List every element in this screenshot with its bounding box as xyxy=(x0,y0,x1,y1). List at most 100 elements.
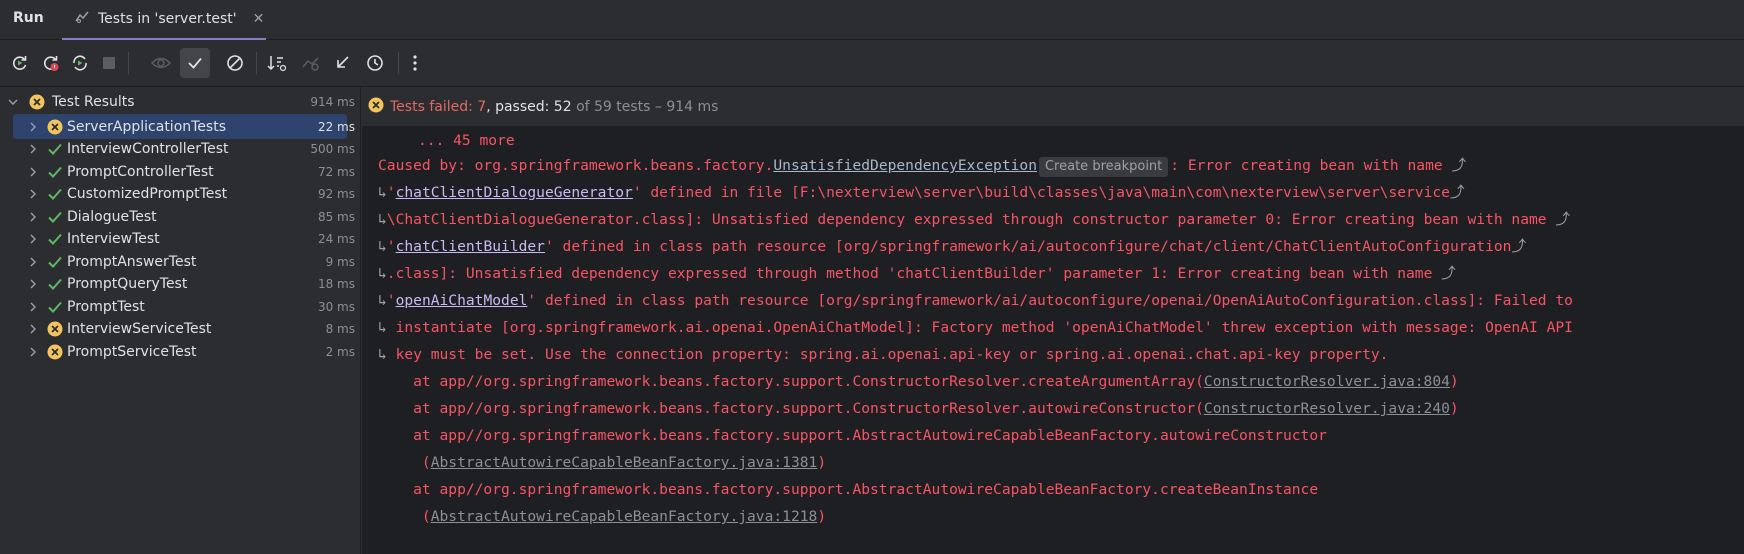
toolbar-separator xyxy=(128,52,129,74)
create-breakpoint-button[interactable]: Create breakpoint xyxy=(1038,157,1169,177)
console-line: ↳ key must be set. Use the connection pr… xyxy=(378,346,1389,363)
console-line: ↳'chatClientDialogueGenerator' defined i… xyxy=(378,184,1465,201)
test-failed-icon xyxy=(47,119,63,135)
test-failed-icon xyxy=(47,344,63,360)
tests-passed-count: , passed: 52 xyxy=(486,98,572,115)
test-passed-icon xyxy=(47,141,63,157)
test-passed-icon xyxy=(47,276,63,292)
tree-item-label: InterviewControllerTest xyxy=(67,141,229,157)
more-icon[interactable] xyxy=(402,50,428,76)
test-duration: 72 ms xyxy=(317,164,355,179)
source-link[interactable]: ConstructorResolver.java:804 xyxy=(1203,373,1450,390)
console-output[interactable]: ... 45 more Caused by: org.springframewo… xyxy=(362,127,1744,554)
soft-wrap-icon: ↳ xyxy=(378,319,387,336)
test-runner-toolbar xyxy=(0,40,1744,87)
chevron-right-icon[interactable] xyxy=(28,122,38,132)
chevron-right-icon[interactable] xyxy=(28,347,38,357)
source-link[interactable]: AbstractAutowireCapableBeanFactory.java:… xyxy=(430,508,818,525)
tree-root-test-results[interactable]: Test Results 914 ms xyxy=(0,89,361,114)
chevron-right-icon[interactable] xyxy=(28,167,38,177)
tree-item-label: DialogueTest xyxy=(67,208,157,225)
soft-wrap-icon: ⤴ xyxy=(1511,238,1527,255)
stack-trace-line: at app//org.springframework.beans.factor… xyxy=(378,373,1459,390)
toggle-auto-test-icon[interactable] xyxy=(67,50,93,76)
chevron-right-icon[interactable] xyxy=(28,234,38,244)
tree-item-test-class[interactable]: CustomizedPromptTest 92 ms xyxy=(0,182,361,207)
stop-icon[interactable] xyxy=(96,50,122,76)
sort-icon[interactable] xyxy=(264,50,290,76)
test-passed-icon xyxy=(47,299,63,315)
chevron-right-icon[interactable] xyxy=(28,257,38,267)
tree-item-test-class[interactable]: InterviewTest 24 ms xyxy=(0,227,361,252)
chevron-right-icon[interactable] xyxy=(28,324,38,334)
chevron-down-icon[interactable] xyxy=(8,97,18,107)
tree-item-label: PromptTest xyxy=(67,298,145,315)
bean-link[interactable]: chatClientBuilder xyxy=(395,238,545,255)
tree-item-label: ServerApplicationTests xyxy=(67,118,226,135)
chevron-right-icon[interactable] xyxy=(28,279,38,289)
test-duration: 92 ms xyxy=(317,187,355,201)
rerun-failed-icon[interactable] xyxy=(38,50,64,76)
chevron-right-icon[interactable] xyxy=(28,302,38,312)
test-duration: 24 ms xyxy=(317,232,355,246)
run-tool-window-title[interactable]: Run xyxy=(13,10,44,26)
console-line: Caused by: org.springframework.beans.fac… xyxy=(378,152,1466,179)
test-passed-icon xyxy=(47,254,63,270)
eye-icon[interactable] xyxy=(148,50,174,76)
chevron-right-icon[interactable] xyxy=(28,189,38,199)
soft-wrap-icon: ↳ xyxy=(378,211,387,228)
toolbar-separator xyxy=(256,52,257,74)
soft-wrap-icon: ⤴ xyxy=(1555,211,1570,228)
close-tab-icon[interactable]: ✕ xyxy=(252,11,265,27)
exception-link[interactable]: UnsatisfiedDependencyException xyxy=(773,157,1037,174)
soft-wrap-icon: ⤴ xyxy=(1451,157,1467,174)
soft-wrap-icon: ⤴ xyxy=(1441,265,1456,282)
tree-item-label: InterviewTest xyxy=(67,231,160,247)
test-tab-icon xyxy=(74,9,90,29)
bean-link[interactable]: openAiChatModel xyxy=(395,292,528,309)
test-duration: 18 ms xyxy=(317,277,355,291)
tree-item-label: Test Results xyxy=(52,93,135,110)
source-link[interactable]: ConstructorResolver.java:240 xyxy=(1203,400,1450,417)
soft-wrap-icon: ↳ xyxy=(378,346,387,363)
tests-total-and-time: of 59 tests – 914 ms xyxy=(571,98,719,115)
tab-tests-in-server-test[interactable]: Tests in 'server.test' ✕ xyxy=(62,0,266,40)
import-tests-icon[interactable] xyxy=(298,50,324,76)
tab-title: Tests in 'server.test' xyxy=(98,11,237,27)
rerun-icon[interactable] xyxy=(7,50,33,76)
show-passed-icon[interactable] xyxy=(180,48,210,78)
tree-item-test-class[interactable]: PromptQueryTest 18 ms xyxy=(0,272,361,297)
chevron-right-icon[interactable] xyxy=(28,212,38,222)
bean-link[interactable]: chatClientDialogueGenerator xyxy=(395,184,633,201)
history-icon[interactable] xyxy=(362,50,388,76)
source-link[interactable]: AbstractAutowireCapableBeanFactory.java:… xyxy=(430,454,818,471)
tree-item-label: PromptAnswerTest xyxy=(67,253,197,270)
show-ignored-icon[interactable] xyxy=(222,50,248,76)
console-line: ↳'chatClientBuilder' defined in class pa… xyxy=(378,238,1527,255)
test-passed-icon xyxy=(47,209,63,225)
chevron-right-icon[interactable] xyxy=(28,144,38,154)
tree-item-label: CustomizedPromptTest xyxy=(67,186,228,202)
soft-wrap-icon: ↳ xyxy=(378,292,387,309)
console-line: ↳'openAiChatModel' defined in class path… xyxy=(378,292,1573,309)
stack-trace-line: at app//org.springframework.beans.factor… xyxy=(378,481,1319,498)
soft-wrap-icon: ↳ xyxy=(378,184,387,201)
tree-item-label: InterviewServiceTest xyxy=(67,321,212,337)
test-results-tree[interactable]: Test Results 914 ms ServerApplicationTes… xyxy=(0,87,361,554)
test-failed-icon xyxy=(47,321,63,337)
soft-wrap-icon: ↳ xyxy=(378,265,387,282)
export-icon[interactable] xyxy=(329,50,355,76)
tree-item-label: PromptQueryTest xyxy=(67,276,188,292)
soft-wrap-icon: ↳ xyxy=(378,238,387,255)
toolbar-separator xyxy=(398,52,399,74)
test-failed-icon xyxy=(29,94,45,110)
test-duration: 2 ms xyxy=(325,344,355,359)
